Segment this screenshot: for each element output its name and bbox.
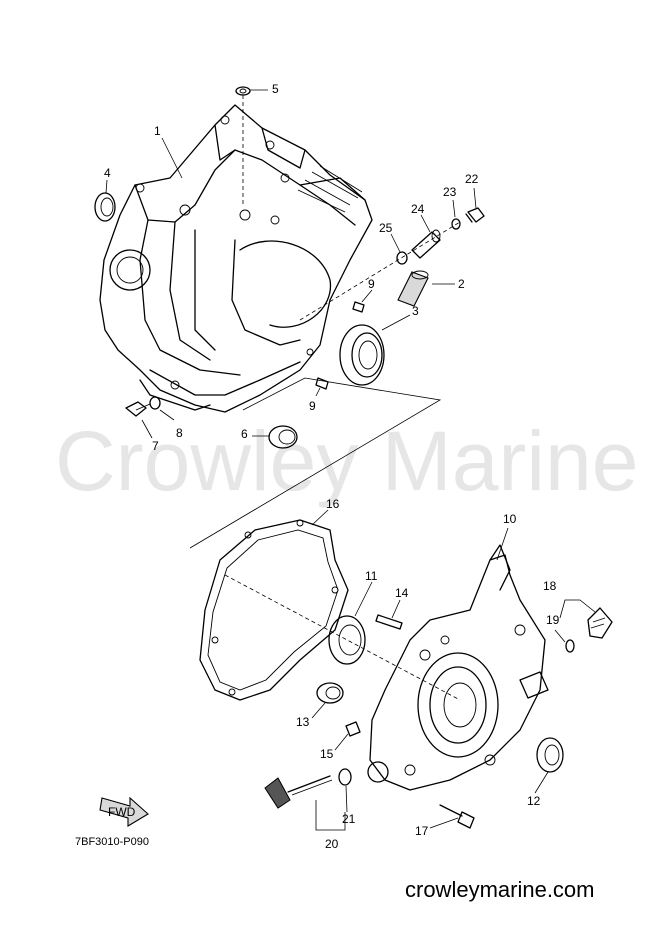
callout-24: 24 [411, 202, 425, 216]
plug-15[interactable] [345, 721, 361, 737]
callout-15: 15 [320, 747, 334, 761]
callouts: 1 2 3 4 5 6 7 8 9 9 10 11 12 13 14 15 16 [104, 82, 566, 851]
washer-5[interactable] [235, 86, 251, 205]
crankcase-cover-10[interactable] [367, 544, 549, 791]
callout-13: 13 [296, 715, 310, 729]
oil-seal-11[interactable] [328, 615, 366, 665]
callout-12: 12 [527, 794, 541, 808]
bearing-6[interactable] [268, 425, 298, 449]
callout-9a: 9 [368, 277, 375, 291]
bearing-13[interactable] [316, 682, 344, 704]
callout-8: 8 [176, 426, 183, 440]
callout-20: 20 [325, 837, 339, 851]
callout-3: 3 [412, 304, 419, 318]
callout-2: 2 [458, 277, 465, 291]
washer-23[interactable] [451, 218, 461, 230]
dowel-pin-9a[interactable] [352, 301, 365, 313]
oil-seal-4[interactable] [94, 192, 116, 222]
sleeve-2[interactable] [397, 270, 429, 307]
fwd-arrow-icon: FWD [99, 796, 149, 827]
washer-25[interactable] [396, 251, 408, 265]
callout-11: 11 [365, 569, 378, 583]
bolt-7[interactable] [125, 401, 151, 417]
callout-5: 5 [272, 82, 279, 96]
washer-8[interactable] [149, 396, 161, 410]
footer-url[interactable]: crowleymarine.com [405, 877, 595, 902]
bearing-3[interactable] [339, 324, 385, 386]
callout-7: 7 [152, 439, 159, 453]
o-ring-19[interactable] [565, 639, 575, 653]
callout-1: 1 [154, 124, 161, 138]
bolt-17[interactable] [439, 804, 475, 829]
o-ring-21[interactable] [338, 768, 352, 786]
callout-19: 19 [546, 613, 560, 627]
watermark-text: Crowley Marine [55, 414, 639, 508]
callout-21: 21 [342, 812, 356, 826]
dowel-pin-9b[interactable] [315, 377, 329, 390]
callout-22: 22 [465, 172, 479, 186]
callout-16: 16 [326, 497, 340, 511]
callout-10: 10 [503, 512, 517, 526]
fwd-label: FWD [108, 805, 136, 819]
diagram-code: 7BF3010-P090 [75, 836, 149, 848]
callout-18: 18 [543, 579, 557, 593]
crankcase-part[interactable] [99, 104, 373, 413]
callout-14: 14 [395, 586, 409, 600]
dowel-pin-14[interactable] [375, 614, 403, 630]
callout-17: 17 [415, 824, 429, 838]
callout-9b: 9 [309, 399, 316, 413]
callout-25: 25 [379, 221, 393, 235]
callout-6: 6 [241, 427, 248, 441]
dipstick-20[interactable] [264, 775, 333, 809]
sleeve-24[interactable] [411, 229, 441, 259]
oil-seal-12[interactable] [536, 737, 564, 773]
gasket-16[interactable] [199, 519, 349, 701]
oil-filler-plug-18[interactable] [587, 607, 613, 639]
callout-4: 4 [104, 166, 111, 180]
callout-23: 23 [443, 185, 457, 199]
bolt-22[interactable] [465, 207, 485, 223]
